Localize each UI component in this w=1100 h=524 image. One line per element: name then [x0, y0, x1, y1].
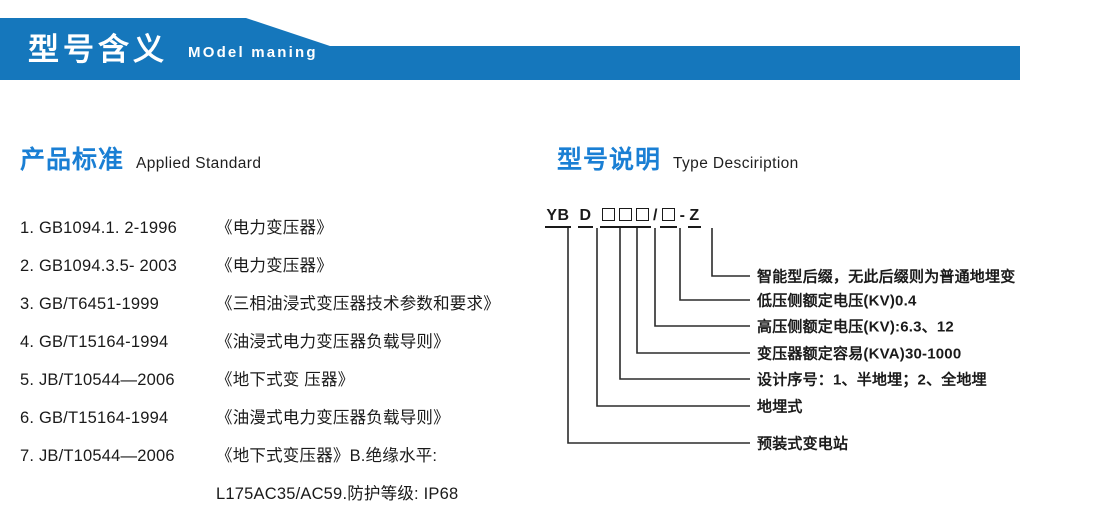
- heading-type-description-en: Type Desciription: [673, 155, 799, 172]
- description-label-hv-voltage: 高压侧额定电压(KV):6.3、12: [757, 318, 954, 336]
- standard-name: 《地下式变压器》B.绝缘水平:: [216, 447, 438, 465]
- standard-code: 6. GB/T15164-1994: [20, 409, 169, 427]
- standard-code: 7. JB/T10544—2006: [20, 447, 175, 465]
- leader-lines: [567, 228, 750, 444]
- model-code-segment-box1: [600, 206, 617, 228]
- leader-line-substation: [567, 228, 750, 444]
- banner-text-group: 型号含义 MOdel maning: [28, 18, 318, 80]
- banner-title-en: MOdel maning: [188, 44, 318, 61]
- leader-line-hv-voltage: [654, 228, 750, 327]
- heading-applied-standard-cn: 产品标准: [20, 146, 125, 174]
- model-code-segment-dash: -: [679, 207, 686, 224]
- banner-background-shape: [0, 18, 1020, 80]
- heading-type-description-cn: 型号说明: [557, 146, 662, 174]
- standard-name: 《油浸式电力变压器负载导则》: [216, 333, 450, 351]
- standards-list: 1. GB1094.1. 2-1996《电力变压器》2. GB1094.3.5-…: [20, 214, 550, 520]
- standard-name: 《电力变压器》: [216, 219, 333, 237]
- leader-line-lv-voltage: [679, 228, 750, 301]
- standard-name: 《三相油浸式变压器技术参数和要求》: [216, 295, 500, 313]
- leader-line-capacity: [636, 228, 750, 354]
- standard-code: 3. GB/T6451-1999: [20, 295, 159, 313]
- leader-line-suffix: [711, 228, 750, 277]
- header-banner: 型号含义 MOdel maning: [0, 18, 1020, 80]
- section-heading-type-description: 型号说明 Type Desciription: [557, 140, 799, 176]
- standard-item: 2. GB1094.3.5- 2003 《电力变压器》: [20, 252, 550, 290]
- standard-item: 3. GB/T6451-1999 《三相油浸式变压器技术参数和要求》: [20, 290, 550, 328]
- standard-item: 1. GB1094.1. 2-1996 《电力变压器》: [20, 214, 550, 252]
- standard-item: 6. GB/T15164-1994 《油漫式电力变压器负载导则》: [20, 404, 550, 442]
- model-code-segment-z: Z: [688, 206, 701, 228]
- standard-item: 7. JB/T10544—2006 《地下式变压器》B.绝缘水平:: [20, 442, 550, 480]
- model-code-placeholder-box: [636, 208, 649, 222]
- standard-code: 4. GB/T15164-1994: [20, 333, 169, 351]
- type-designation-diagram: YB D / -Z 智能型后缀，无此后缀则为普通地埋变低压侧额定电压(KV)0.4 高压…: [545, 206, 1090, 476]
- description-label-lv-voltage: 低压侧额定电压(KV)0.4: [757, 292, 917, 310]
- model-code-string: YB D / -Z: [545, 206, 701, 232]
- model-code-segment-d: D: [578, 206, 593, 228]
- standard-code: 1. GB1094.1. 2-1996: [20, 219, 177, 237]
- standard-code: 2. GB1094.3.5- 2003: [20, 257, 177, 275]
- description-label-capacity: 变压器额定容易(KVA)30-1000: [757, 345, 962, 363]
- section-heading-applied-standard: 产品标准 Applied Standard: [20, 140, 261, 176]
- standard-name: 《电力变压器》: [216, 257, 333, 275]
- model-code-placeholder-box: [619, 208, 632, 222]
- standard-name: 《油漫式电力变压器负载导则》: [216, 409, 450, 427]
- model-code-segment-box4: [660, 206, 677, 228]
- description-label-buried: 地埋式: [757, 398, 803, 416]
- description-label-substation: 预装式变电站: [757, 435, 849, 453]
- model-code-placeholder-box: [662, 208, 675, 222]
- model-code-segment-box2: [617, 206, 634, 228]
- standard-code: 5. JB/T10544—2006: [20, 371, 175, 389]
- description-label-design-seq: 设计序号：1、半地埋；2、全地埋: [757, 371, 987, 389]
- standard-item: 4. GB/T15164-1994 《油浸式电力变压器负载导则》: [20, 328, 550, 366]
- banner-title-cn: 型号含义: [28, 31, 168, 67]
- description-label-suffix: 智能型后缀，无此后缀则为普通地埋变: [757, 268, 1016, 286]
- standard-name: 《地下式变 压器》: [216, 371, 355, 389]
- model-code-segment-box3: [634, 206, 651, 228]
- heading-applied-standard-en: Applied Standard: [136, 155, 262, 172]
- model-code-segment-yb: YB: [545, 206, 571, 228]
- standard-continuation-line: L175AC35/AC59.防护等级: IP68: [216, 485, 459, 503]
- model-code-segment-slash: /: [653, 207, 658, 224]
- leader-line-design-seq: [619, 228, 750, 380]
- model-code-placeholder-box: [602, 208, 615, 222]
- standard-item: 5. JB/T10544—2006 《地下式变 压器》: [20, 366, 550, 404]
- leader-line-buried: [596, 228, 750, 407]
